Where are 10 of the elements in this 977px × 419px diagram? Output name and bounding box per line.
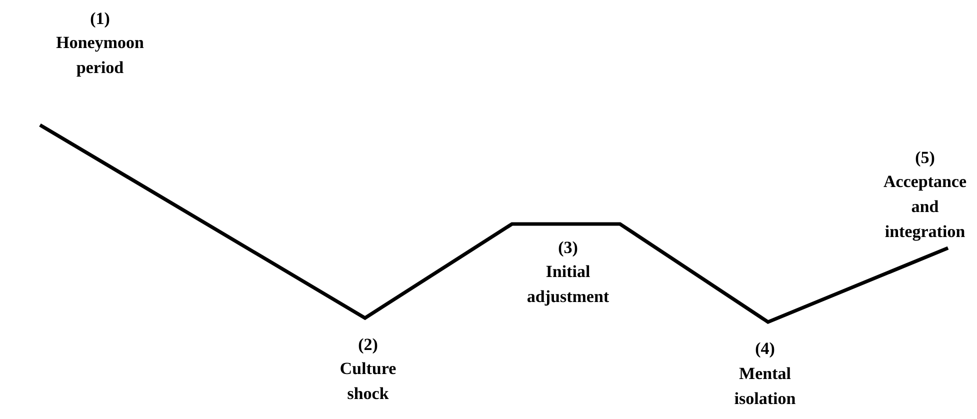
stage-label: Honeymoon period [56, 36, 144, 77]
stage-number: (3) [558, 241, 578, 257]
stage-number: (2) [358, 338, 378, 354]
stage-label: Acceptance and integration [884, 176, 966, 241]
stage-label: Culture shock [340, 362, 396, 400]
stage-label: Mental isolation [734, 367, 796, 404]
stage-number: (4) [756, 342, 774, 358]
stage-number: (1) [90, 12, 110, 28]
stage-number: (5) [916, 151, 934, 167]
stage-label: Initial adjustment [527, 265, 609, 306]
